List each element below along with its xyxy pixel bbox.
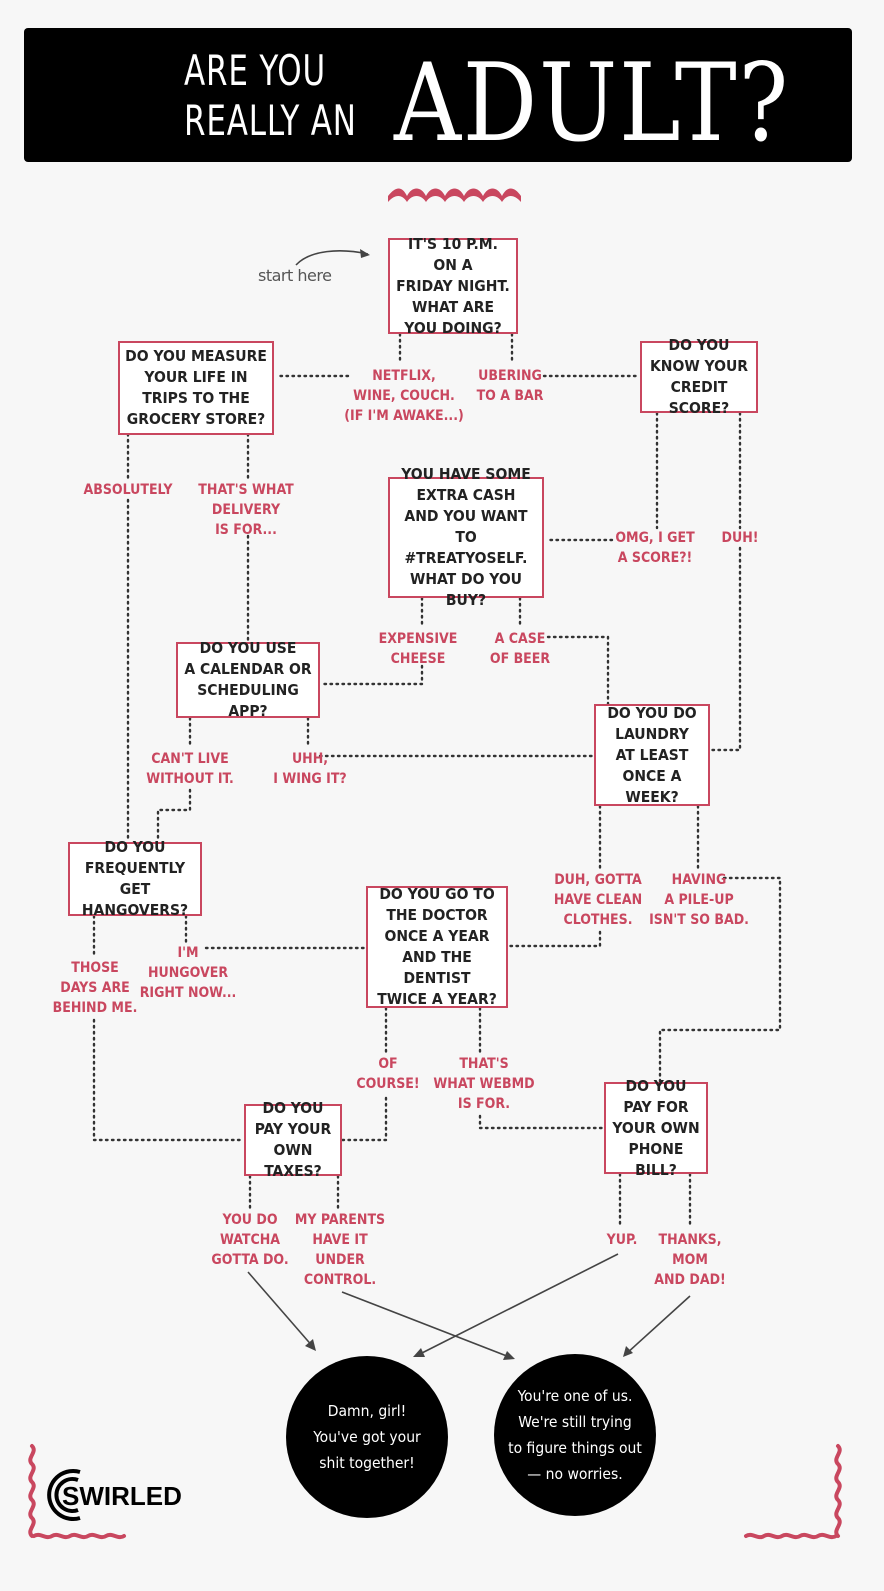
answer-of-course: OF COURSE! — [356, 1056, 420, 1092]
question-hangovers: DO YOU FREQUENTLY GET HANGOVERS? — [68, 838, 202, 919]
question-taxes: DO YOU PAY YOUR OWN TAXES? — [244, 1099, 342, 1180]
title-line-2: REALLY AN — [184, 96, 357, 145]
question-credit-score: DO YOU KNOW YOUR CREDIT SCORE? — [640, 336, 758, 417]
answer-thanks-mom-dad: THANKS, MOM AND DAD! — [654, 1232, 726, 1288]
question-friday-night: IT'S 10 P.M. ON A FRIDAY NIGHT. WHAT ARE… — [388, 235, 518, 337]
question-laundry: DO YOU DO LAUNDRY AT LEAST ONCE A WEEK? — [594, 704, 710, 806]
answer-expensive-cheese: EXPENSIVE CHEESE — [378, 631, 458, 667]
answer-absolutely: ABSOLUTELY — [83, 482, 173, 498]
answer-ubering: UBERING TO A BAR — [476, 368, 544, 404]
start-label: start here — [258, 266, 332, 285]
question-doctor-dentist: DO YOU GO TO THE DOCTOR ONCE A YEAR AND … — [366, 885, 508, 1008]
title-big: ADULT? — [394, 41, 790, 166]
swirled-logo-icon — [47, 1469, 81, 1521]
question-grocery-store: DO YOU MEASURE YOUR LIFE IN TRIPS TO THE… — [118, 341, 274, 435]
answer-pile-up: HAVING A PILE-UP ISN'T SO BAD. — [649, 872, 749, 928]
answer-webmd: THAT'S WHAT WEBMD IS FOR. — [433, 1056, 535, 1112]
answer-netflix: NETFLIX, WINE, COUCH. (IF I'M AWAKE...) — [344, 368, 464, 424]
title-banner: ARE YOU REALLY AN ADULT? — [24, 28, 852, 162]
result-not-adult: You're one of us. We're still trying to … — [494, 1354, 656, 1516]
answer-behind-me: THOSE DAYS ARE BEHIND ME. — [52, 960, 138, 1016]
answer-clean-clothes: DUH, GOTTA HAVE CLEAN CLOTHES. — [553, 872, 643, 928]
question-extra-cash: YOU HAVE SOME EXTRA CASH AND YOU WANT TO… — [388, 465, 544, 609]
answer-hungover: I'M HUNGOVER RIGHT NOW... — [139, 945, 237, 1001]
answer-parents: MY PARENTS HAVE IT UNDER CONTROL. — [294, 1212, 386, 1288]
answer-duh: DUH! — [721, 530, 759, 546]
answer-wing-it: UHH, I WING IT? — [273, 751, 347, 787]
result-adult: Damn, girl! You've got your shit togethe… — [286, 1356, 448, 1518]
answer-omg-score: OMG, I GET A SCORE?! — [615, 530, 695, 566]
answer-case-of-beer: A CASE OF BEER — [489, 631, 551, 667]
brand-logo-text: SWIRLED — [62, 1481, 182, 1511]
answer-yup: YUP. — [606, 1232, 638, 1248]
title-line-1: ARE YOU — [184, 46, 326, 95]
answer-delivery: THAT'S WHAT DELIVERY IS FOR... — [198, 482, 294, 538]
answer-cant-live-without: CAN'T LIVE WITHOUT IT. — [146, 751, 234, 787]
question-phone-bill: DO YOU PAY FOR YOUR OWN PHONE BILL? — [604, 1077, 708, 1179]
question-calendar-app: DO YOU USE A CALENDAR OR SCHEDULING APP? — [176, 639, 320, 720]
answer-watcha-gotta-do: YOU DO WATCHA GOTTA DO. — [211, 1212, 289, 1268]
